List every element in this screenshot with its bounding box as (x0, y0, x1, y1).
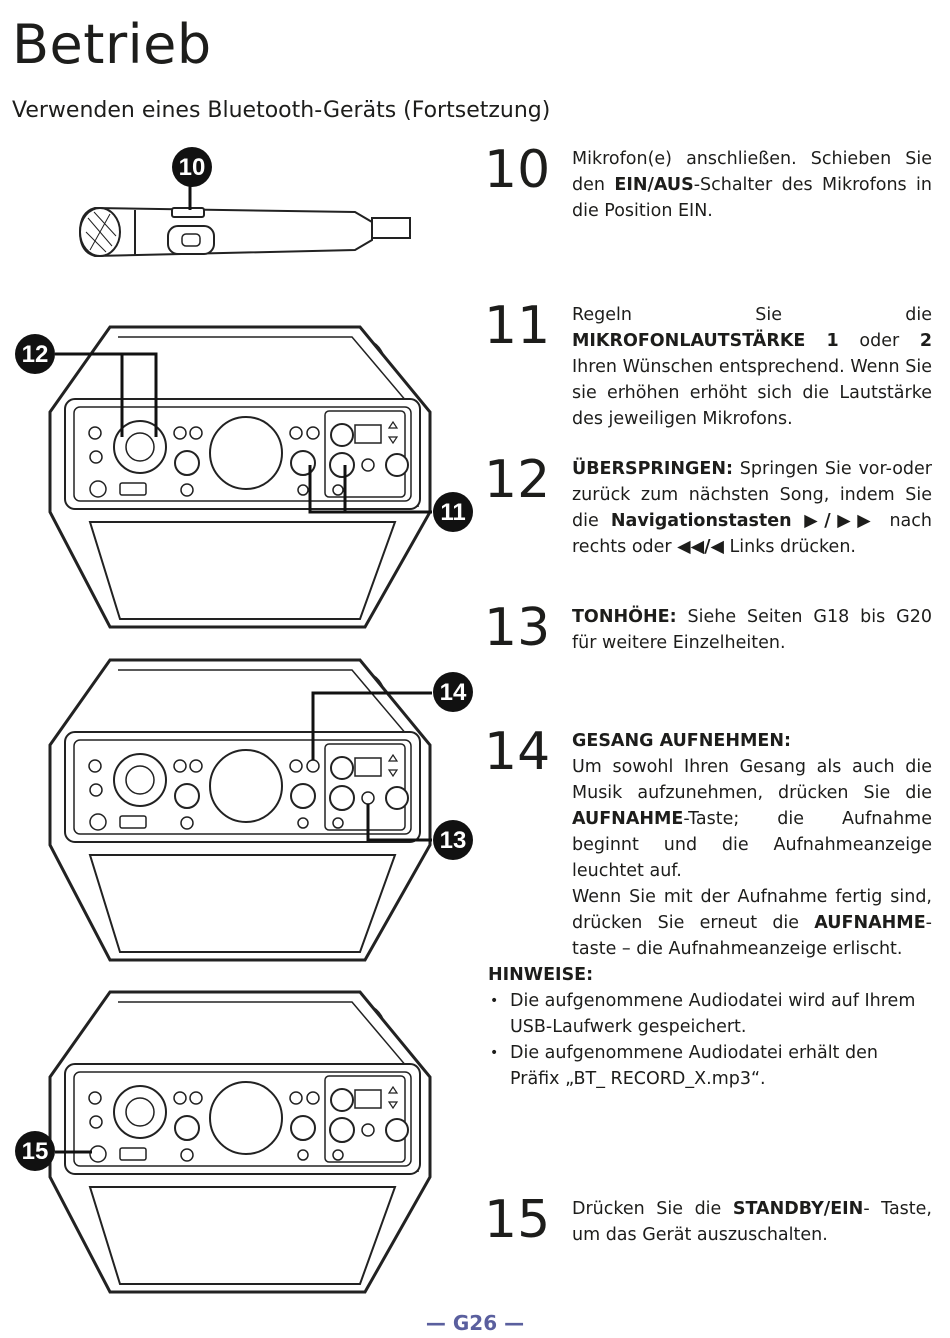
step-number: 13 (484, 598, 551, 658)
body-text: Drücken Sie die (572, 1199, 733, 1219)
speaker-illustration-1 (48, 325, 432, 629)
callout-10: 10 (179, 154, 206, 181)
step-text: GESANG AUFNEHMEN: Um sowohl Ihren Gesang … (572, 728, 932, 962)
body-text: - Taste, um das Gerät auszuschalten. (572, 1199, 932, 1245)
emphasis-text: 2 (919, 331, 933, 351)
body-text: nach rechts oder (572, 511, 932, 557)
page-subtitle: Verwenden eines Bluetooth-Geräts (Fortse… (12, 98, 551, 123)
step-number: 14 (484, 722, 551, 782)
notes-title: HINWEISE: (488, 965, 594, 985)
body-text: Springen Sie vor-oder zurück zum nächste… (572, 459, 932, 531)
emphasis-text: STANDBY/EIN (732, 1199, 864, 1219)
step-number: 15 (484, 1190, 551, 1250)
notes-list: Die aufgenommene Audiodatei wird auf Ihr… (488, 988, 932, 1092)
step-text: Mikrofon(e) anschließen. Schieben Sie de… (572, 146, 932, 224)
page-number: — G26 — (425, 1311, 525, 1335)
body-text: oder (838, 331, 920, 351)
emphasis-text: AUFNAHME (572, 809, 684, 829)
step-text: Regeln Sie die MIKROFONLAUTSTÄRKE 1 oder… (572, 302, 932, 432)
callout-11: 11 (440, 499, 465, 526)
body-text: -Taste; die Aufnahme beginnt und die Auf… (572, 809, 932, 933)
body-text: Um sowohl Ihren Gesang als auch die Musi… (572, 757, 932, 803)
step-number: 12 (484, 450, 551, 510)
body-text: Siehe Seiten G18 bis G20 für weitere Ein… (572, 607, 932, 653)
emphasis-text: GESANG AUFNEHMEN: (572, 731, 791, 751)
emphasis-text: EIN/AUS (614, 175, 694, 195)
note-item: Die aufgenommene Audiodatei erhält den P… (488, 1040, 932, 1092)
callout-12: 12 (22, 341, 49, 368)
illustration-panel: 10 12 11 14 13 15 (15, 147, 473, 1294)
emphasis-text: MIKROFONLAUTSTÄRKE 1 (572, 331, 839, 351)
body-text: -taste – die Aufnahmeanzeige erlischt. (572, 913, 932, 959)
speaker-illustration-2 (48, 658, 432, 962)
emphasis-text: ÜBERSPRINGEN: (572, 459, 734, 479)
microphone-illustration: 10 (78, 147, 411, 258)
body-text: -Schalter des Mikrofons in die Position … (572, 175, 933, 221)
step-number: 10 (484, 140, 551, 200)
body-text: Regeln Sie die (572, 305, 932, 325)
callout-13: 13 (440, 827, 467, 854)
step-text: Drücken Sie die STANDBY/EIN- Taste, um d… (572, 1196, 932, 1248)
step-text: TONHÖHE: Siehe Seiten G18 bis G20 für we… (572, 604, 932, 656)
emphasis-text: AUFNAHME (814, 913, 926, 933)
page-title: Betrieb (12, 13, 212, 76)
callout-15: 15 (22, 1138, 49, 1165)
notes-section: HINWEISE: Die aufgenommene Audiodatei wi… (488, 962, 932, 1092)
body-text: Mikrofon(e) anschließen. Schieben Sie de… (572, 149, 932, 195)
step-number: 11 (484, 296, 551, 356)
emphasis-text: TONHÖHE: (572, 607, 677, 627)
body-text: Links drücken. (723, 537, 856, 557)
body-text: Ihren Wünschen entsprechend. Wenn Sie si… (572, 357, 932, 429)
note-item: Die aufgenommene Audiodatei wird auf Ihr… (488, 988, 932, 1040)
emphasis-text: ◀◀/◀ (677, 537, 724, 557)
emphasis-text: Navigationstasten ▶/▶▶ (610, 511, 878, 531)
callout-14: 14 (440, 679, 467, 706)
speaker-illustration-3 (48, 990, 432, 1294)
step-text: ÜBERSPRINGEN: Springen Sie vor-oder zurü… (572, 456, 932, 560)
